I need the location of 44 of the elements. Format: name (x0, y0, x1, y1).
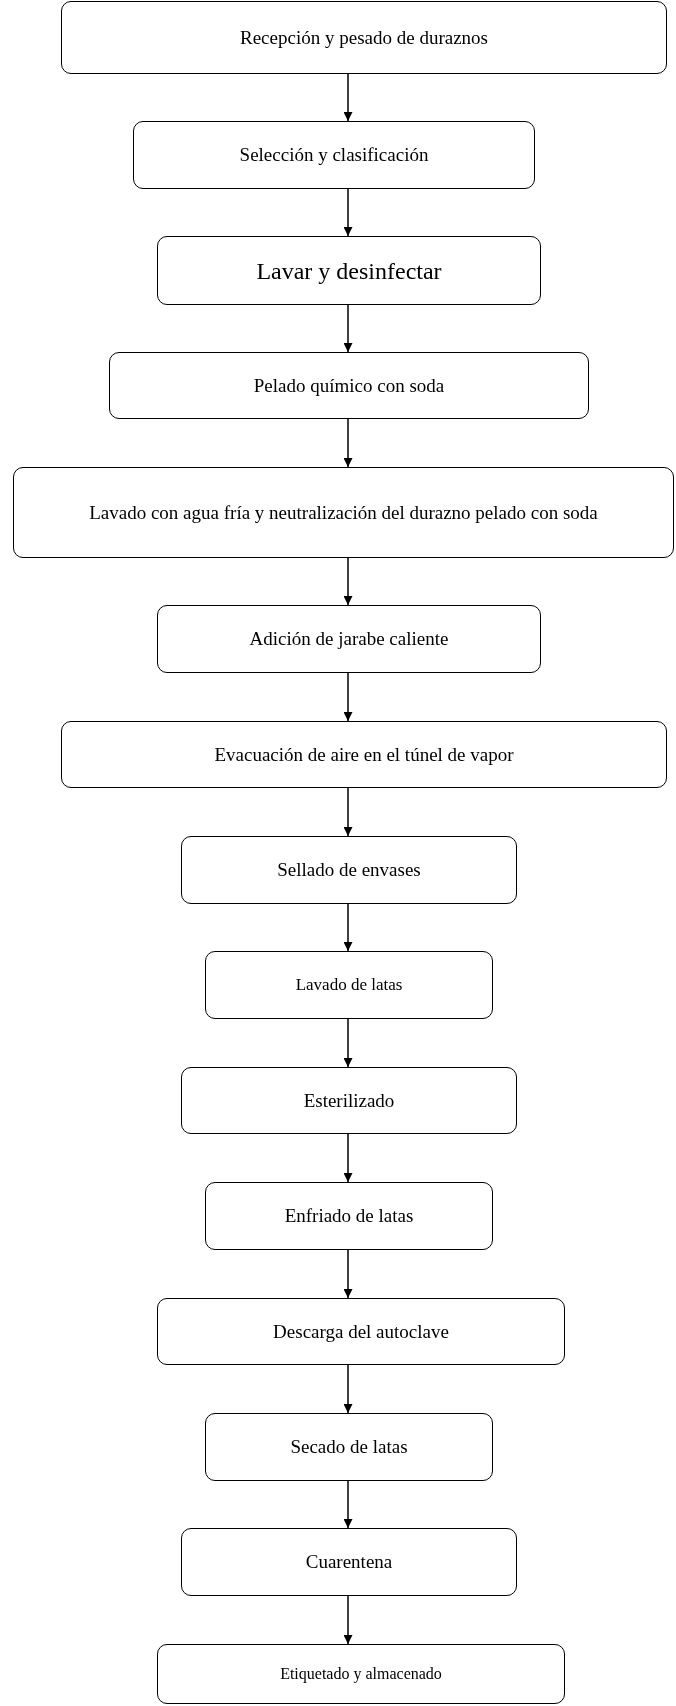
step-label: Secado de latas (290, 1435, 408, 1459)
step-label: Adición de jarabe caliente (249, 627, 449, 651)
arrow (343, 1018, 353, 1068)
step-label: Enfriado de latas (284, 1204, 414, 1228)
arrow (343, 903, 353, 952)
step-label: Esterilizado (303, 1088, 395, 1113)
step-label: Selección y clasificación (239, 143, 429, 167)
arrow (343, 1249, 353, 1299)
arrow (343, 304, 353, 353)
process-box (13, 467, 674, 558)
process-box (157, 605, 541, 673)
arrow (343, 787, 353, 837)
arrow (343, 1480, 353, 1529)
process-box (157, 236, 541, 305)
step-label: Cuarentena (305, 1550, 393, 1574)
arrow (343, 188, 353, 237)
process-box (181, 1528, 517, 1596)
step-label: Evacuación de aire en el túnel de vapor (214, 742, 514, 767)
arrow (343, 418, 353, 468)
step-label: Lavar y desinfectar (256, 256, 442, 286)
step-label: Etiquetado y almacenado (280, 1664, 442, 1684)
process-box (181, 1067, 517, 1134)
step-label: Descarga del autoclave (273, 1319, 449, 1344)
process-box (109, 352, 589, 419)
process-box (205, 1182, 493, 1250)
process-box (61, 721, 667, 788)
step-label: Lavado de latas (295, 974, 403, 996)
arrow (343, 672, 353, 722)
process-box (181, 836, 517, 904)
step-label: Recepción y pesado de duraznos (240, 25, 488, 50)
arrow (343, 557, 353, 606)
step-label: Lavado con agua fría y neutralización del durazno pelado con soda (89, 500, 598, 525)
arrow (343, 1595, 353, 1645)
process-box (157, 1644, 565, 1704)
process-box (61, 1, 667, 74)
step-label: Pelado químico con soda (253, 373, 445, 398)
process-box (205, 951, 493, 1019)
arrow (343, 73, 353, 122)
arrow (343, 1133, 353, 1183)
arrow (343, 1364, 353, 1414)
process-box (133, 121, 535, 189)
step-label: Sellado de envases (277, 858, 421, 882)
process-box (157, 1298, 565, 1365)
process-box (205, 1413, 493, 1481)
